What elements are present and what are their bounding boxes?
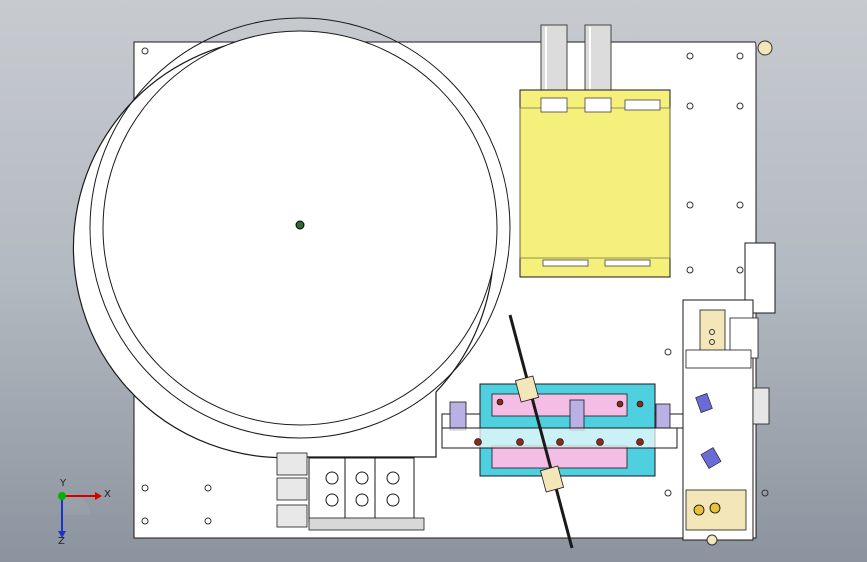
right-mechanism: [664, 40, 776, 546]
bowl-center-bolt: [295, 220, 305, 230]
fixture-bolts: [474, 398, 644, 446]
brass-port-2: [709, 502, 721, 514]
controller-box: [519, 89, 671, 278]
y-axis-label: Y: [60, 478, 67, 489]
x-axis-label: X: [104, 489, 111, 500]
air-fitting-2: [700, 447, 722, 469]
fixture: [441, 383, 678, 477]
z-axis-label: Z: [58, 536, 65, 547]
valve-manifold: [276, 452, 425, 531]
feeder-bowl: [72, 17, 511, 459]
mounting-holes: [141, 47, 744, 525]
test-probe: [508, 314, 574, 549]
brass-port-1: [693, 504, 705, 516]
triad-graphic: [58, 492, 102, 538]
air-fitting-1: [695, 393, 713, 413]
axis-triad: X Y Z: [40, 478, 111, 550]
